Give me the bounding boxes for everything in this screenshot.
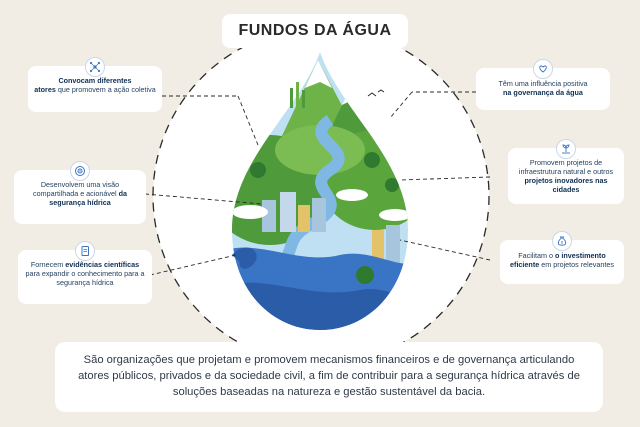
- document-icon: [75, 241, 95, 261]
- river: [267, 115, 345, 276]
- card-fornecem: Fornecem evidências científicas para exp…: [18, 241, 152, 304]
- network-icon: [85, 57, 105, 77]
- description-box: São organizações que projetam e promovem…: [55, 342, 603, 412]
- card-influencia: Têm uma influência positiva na governanç…: [476, 59, 610, 110]
- cloud: [232, 205, 268, 219]
- money-bag-icon: $: [552, 231, 572, 251]
- page-title: FUNDOS DA ÁGUA: [222, 14, 408, 48]
- target-icon: [70, 161, 90, 181]
- card-promovem-bold: projetos inovadores nas cidades: [524, 176, 608, 194]
- card-facilitam-bold: o investimento eficiente: [510, 251, 606, 269]
- card-facilitam-text1: Facilitam o: [518, 251, 555, 260]
- card-fornecem-bold: evidências científicas: [65, 260, 140, 269]
- card-facilitam: $ Facilitam o o investimento eficiente e…: [500, 231, 624, 284]
- card-fornecem-text1: Fornecem: [30, 260, 66, 269]
- card-convocam-bold2: atores: [34, 85, 56, 94]
- card-influencia-text: Têm uma influência positiva: [498, 79, 588, 88]
- card-desenvolvem: Desenvolvem uma visão compartilhada e ac…: [14, 161, 146, 224]
- card-desenvolvem-bold: da segurança hídrica: [49, 189, 127, 207]
- wave: [232, 247, 257, 269]
- svg-text:$: $: [561, 240, 564, 245]
- card-convocam-text: que promovem a ação coletiva: [55, 85, 156, 94]
- description-text: São organizações que projetam e promovem…: [78, 354, 580, 398]
- connector-lines: [144, 91, 491, 276]
- plant-hand-icon: [556, 139, 576, 159]
- card-desenvolvem-text: Desenvolvem uma visão compartilhada e ac…: [33, 180, 120, 198]
- card-facilitam-text2: em projetos relevantes: [539, 260, 614, 269]
- birds: [367, 89, 385, 97]
- grass: [290, 88, 293, 108]
- heart-hands-icon: [533, 59, 553, 79]
- building: [262, 200, 276, 232]
- mountain-peak: [305, 60, 332, 88]
- card-promovem: Promovem projetos de infraestrutura natu…: [508, 139, 624, 204]
- card-convocam: Convocam diferentes atores que promovem …: [28, 57, 162, 112]
- card-promovem-text: Promovem projetos de infraestrutura natu…: [518, 158, 614, 176]
- tree: [250, 162, 266, 178]
- card-influencia-bold: na governança da água: [503, 88, 583, 97]
- card-convocam-bold1: Convocam diferentes: [58, 76, 132, 85]
- card-fornecem-text2: para expandir o conhecimento para a segu…: [25, 269, 145, 287]
